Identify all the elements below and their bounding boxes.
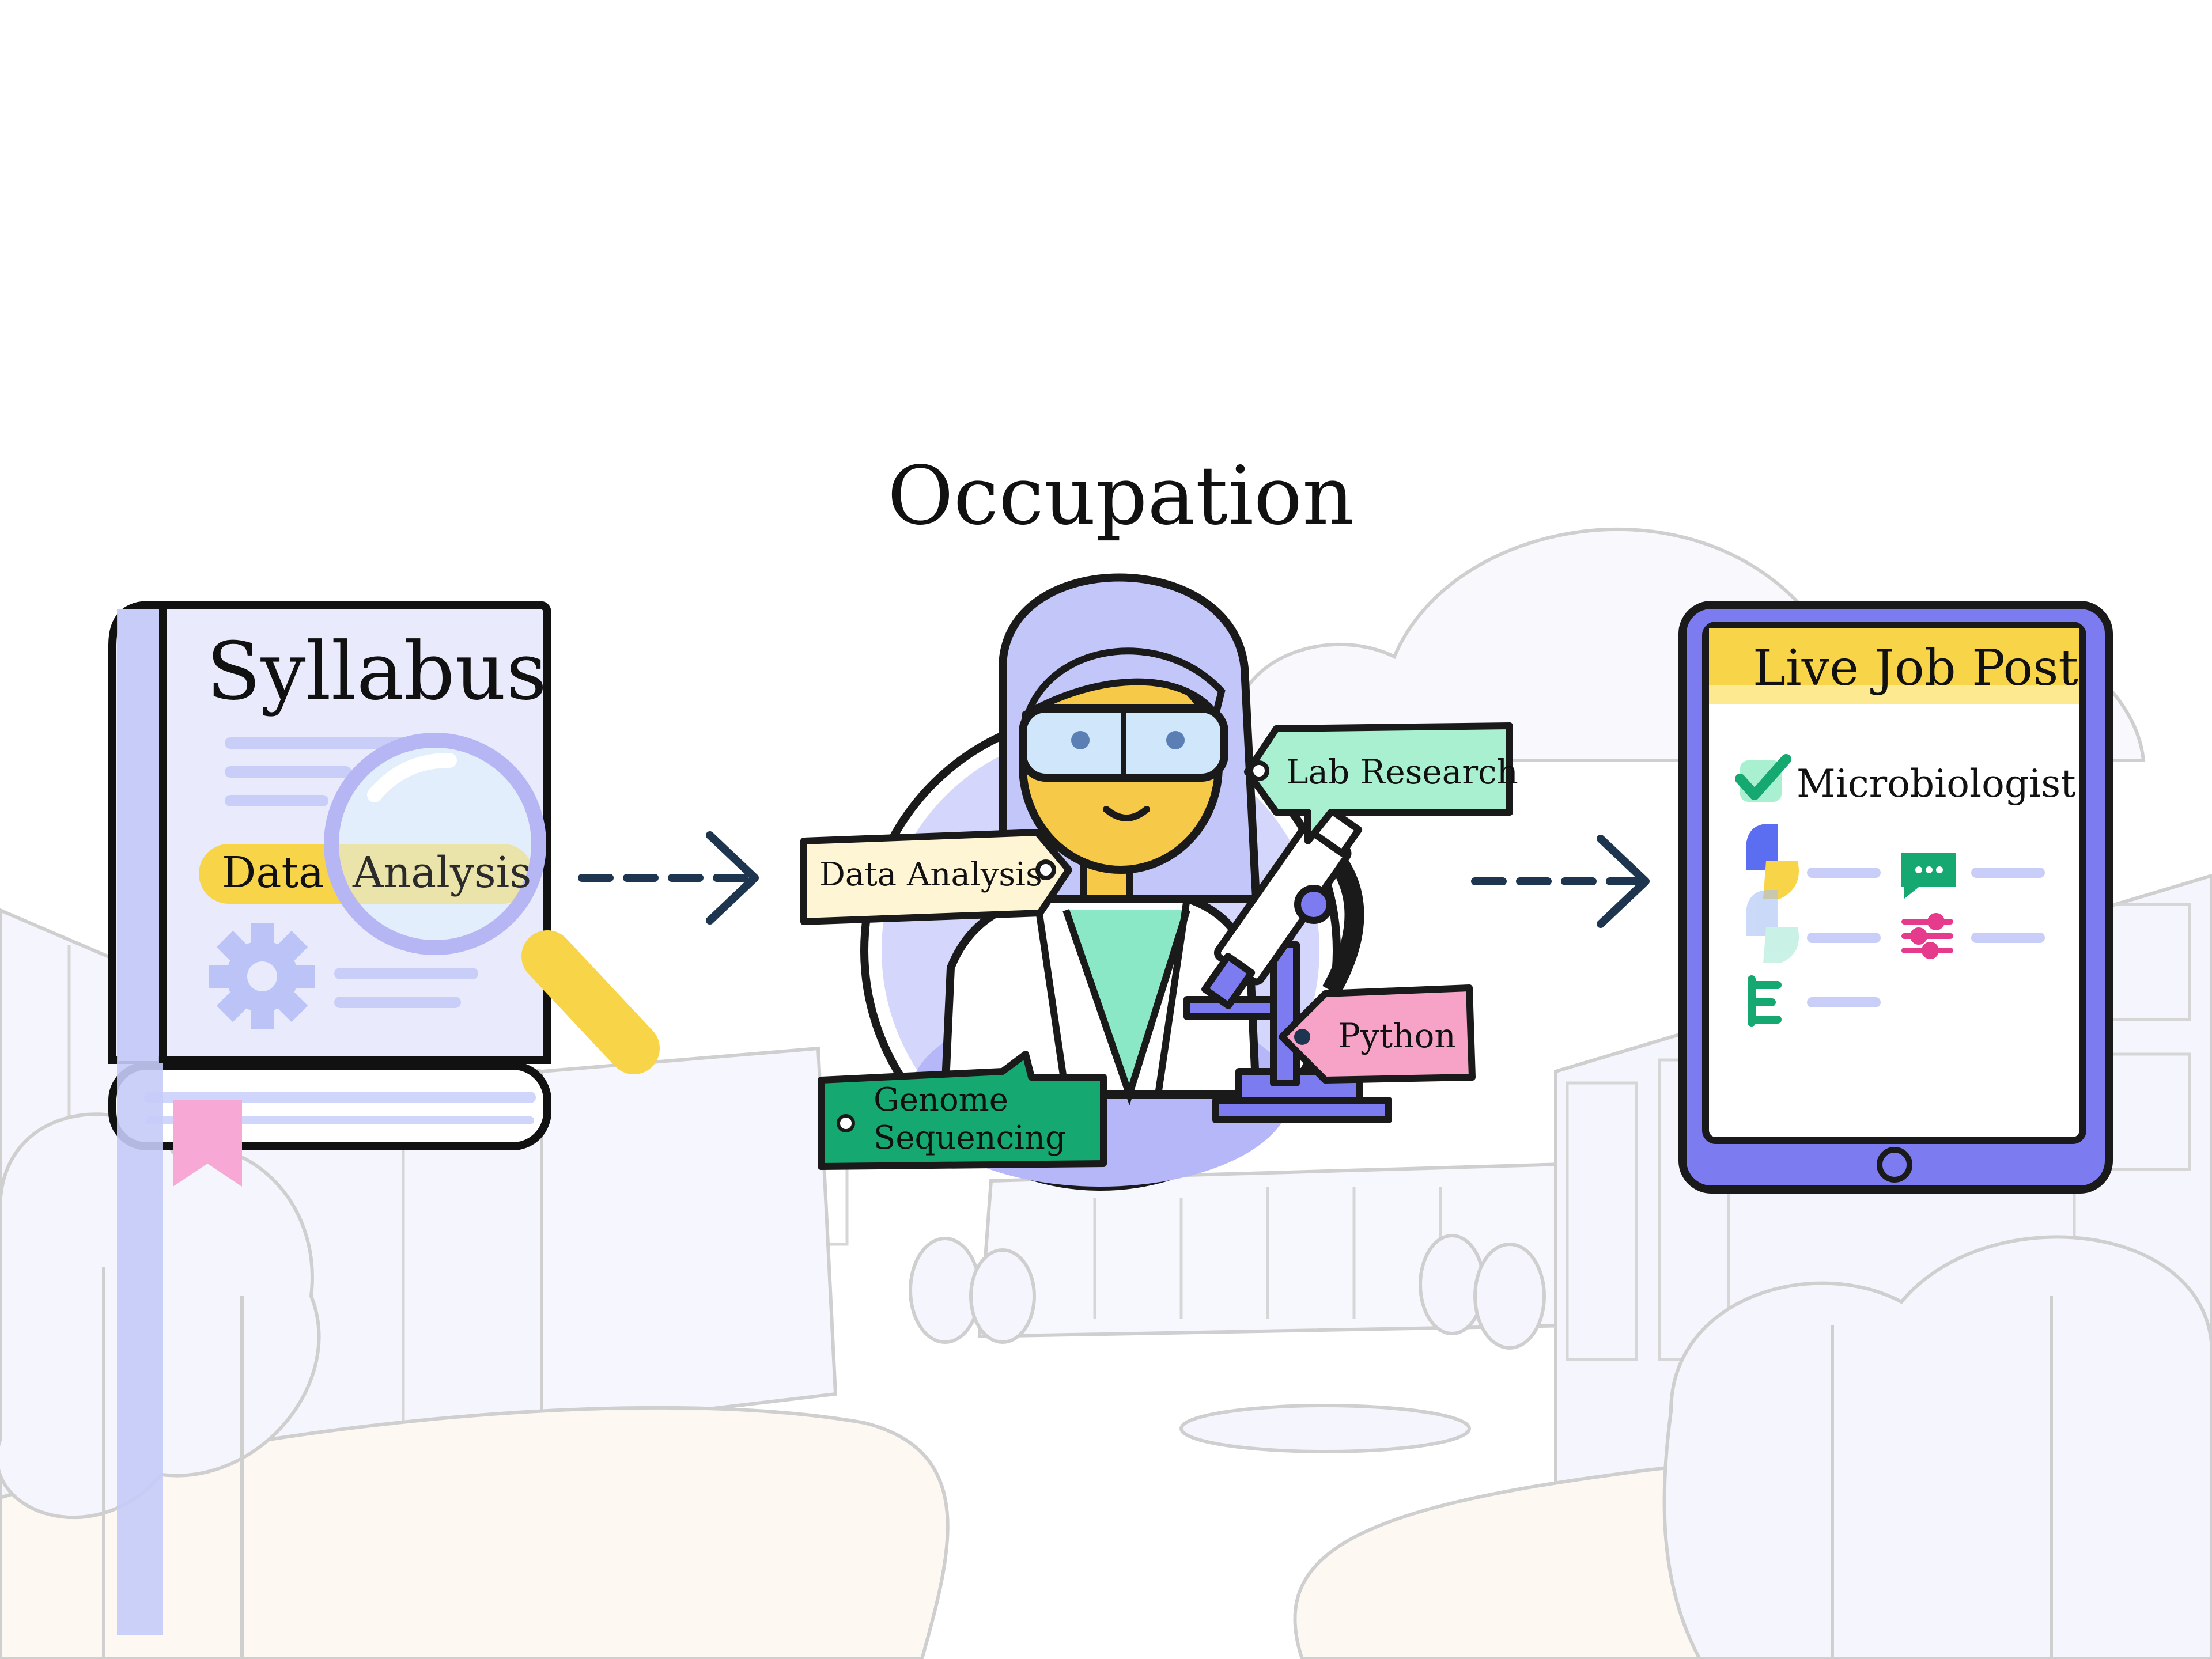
gear-icon bbox=[209, 923, 315, 1029]
syllabus-highlight-data: Data bbox=[222, 848, 324, 897]
home-button bbox=[1877, 1147, 1912, 1183]
sliders-icon bbox=[1901, 913, 1953, 959]
python-icon bbox=[1746, 890, 1799, 963]
tag-lab-research-label: Lab Research bbox=[1286, 752, 1518, 791]
python-icon bbox=[1746, 824, 1799, 899]
bookmark-icon bbox=[173, 1100, 242, 1187]
tag-genome-sequencing-label: Genome Sequencing bbox=[874, 1081, 1066, 1157]
chat-icon bbox=[1901, 853, 1956, 899]
checkmark-icon bbox=[1735, 754, 1791, 802]
tag-genome-sequencing bbox=[818, 1051, 1107, 1170]
tag-genome-line-1: Genome bbox=[874, 1081, 1008, 1119]
occupation-title: Occupation bbox=[887, 449, 1355, 543]
microscope-icon bbox=[1183, 803, 1392, 1123]
job-post-title: Live Job Post bbox=[1753, 639, 2078, 697]
job-post-role: Microbiologist bbox=[1797, 762, 2076, 806]
syllabus-highlight-analysis: Analysis bbox=[353, 848, 532, 897]
tag-python-label: Python bbox=[1338, 1016, 1456, 1055]
tag-data-analysis-label: Data Analysis bbox=[819, 856, 1042, 893]
tag-python bbox=[1279, 984, 1476, 1084]
tablet-icon bbox=[1678, 601, 2113, 1194]
arrow-right-icon bbox=[578, 831, 759, 925]
tag-genome-line-2: Sequencing bbox=[874, 1119, 1066, 1157]
arrow-right-icon bbox=[1471, 835, 1650, 928]
genome-icon bbox=[1748, 975, 1782, 1027]
magnifier-icon bbox=[324, 733, 660, 1074]
tag-lab-research bbox=[1244, 722, 1513, 844]
tag-data-analysis bbox=[800, 829, 1072, 925]
syllabus-title: Syllabus bbox=[206, 625, 547, 718]
